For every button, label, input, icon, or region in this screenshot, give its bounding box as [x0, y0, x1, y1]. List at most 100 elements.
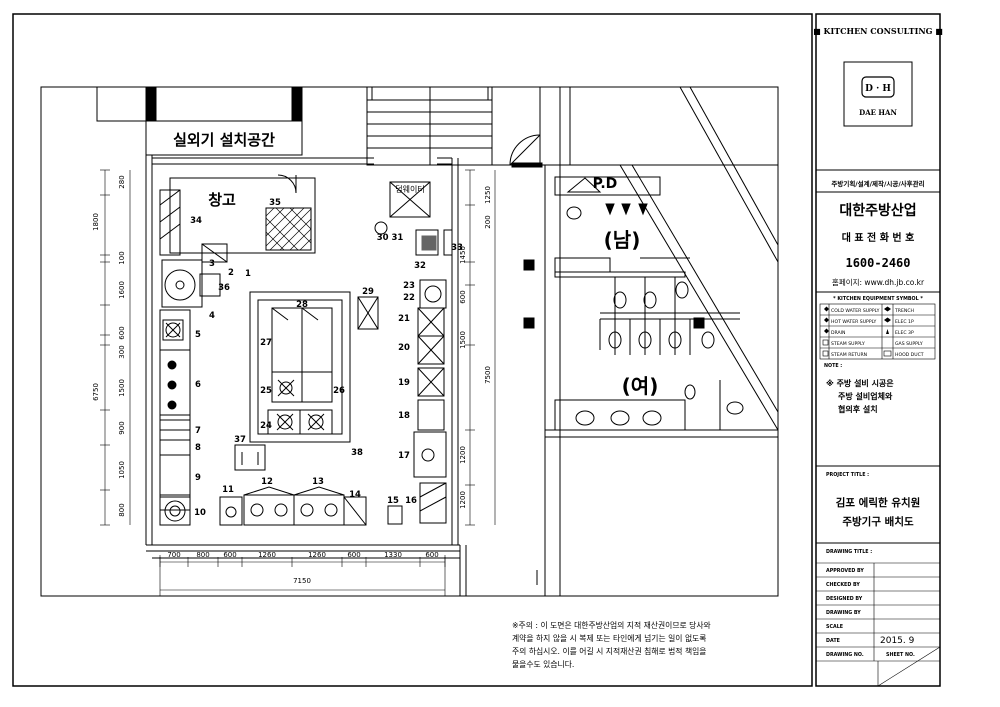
project-title-line: 김포 에릭한 유치원: [836, 496, 921, 509]
equip-no: 5: [195, 330, 201, 340]
approval-row-label: SCALE: [826, 624, 843, 630]
note-line: 물을수도 있습니다.: [512, 659, 574, 669]
phone-label: 대 표 전 화 번 호: [842, 231, 915, 244]
legend-title: * KITCHEN EQUIPMENT SYMBOL *: [833, 296, 923, 302]
legend-left: HOT WATER SUPPLY: [831, 319, 877, 325]
kitchen-consulting-header: ■ KITCHEN CONSULTING ■: [813, 26, 943, 36]
dim-right: 1200: [459, 491, 467, 509]
equip-no: 21: [398, 314, 410, 324]
plan-labels: 실외기 설치공간 창고 덤웨이터 P.D (남) (여) 1 2 3 4 5 6…: [92, 131, 658, 585]
equip-no: 13: [312, 477, 324, 487]
legend-left: STEAM SUPPLY: [831, 341, 865, 347]
equip-no: 10: [194, 508, 206, 518]
equip-no: 25: [260, 386, 272, 396]
dim-bottom-total: 7150: [293, 577, 311, 585]
dumbwaiter-label: 덤웨이터: [395, 184, 424, 194]
dim-left: 100: [118, 251, 126, 264]
equip-no: 36: [218, 283, 230, 293]
equip-no: 35: [269, 198, 281, 208]
equip-no: 8: [195, 443, 201, 453]
equip-no: 12: [261, 477, 273, 487]
storage-label: 창고: [208, 191, 236, 209]
project-title-label: PROJECT TITLE :: [826, 472, 869, 478]
dim-bottom: 600: [223, 551, 236, 559]
project-title-line: 주방기구 배치도: [842, 515, 914, 528]
equip-no: 32: [414, 261, 426, 271]
equip-no: 7: [195, 426, 201, 436]
drawing-frame: [12, 13, 813, 687]
dim-left: 1500: [118, 379, 126, 397]
dimension-ticks: [100, 169, 475, 567]
legend-left: DRAIN: [831, 330, 845, 336]
equip-no: 26: [333, 386, 345, 396]
legend-right: TRENCH: [894, 308, 914, 314]
dim-bottom: 800: [196, 551, 209, 559]
legend-right: ELEC 3P: [895, 330, 914, 336]
logo-text: D · H: [865, 84, 891, 94]
equip-no: 28: [296, 300, 308, 310]
equip-no: 19: [398, 378, 410, 388]
approval-row-label: DRAWING NO.: [826, 652, 864, 658]
phone-number: 1600-2460: [845, 256, 910, 270]
logo-sub: DAE HAN: [859, 108, 897, 117]
note-line: 주의 하십시오. 이를 어길 시 지적재산권 침해로 법적 책임을: [512, 646, 706, 656]
remark-line: ※ 주방 설비 시공은: [826, 378, 894, 388]
approval-table: [816, 562, 941, 687]
remark-line: 협의후 설치: [838, 404, 878, 414]
dim-bottom: 1330: [384, 551, 402, 559]
copyright-note: ※주의 : 이 도면은 대한주방산업의 지적 재산권이므로 당사와 계약을 하지…: [512, 620, 711, 669]
storage-room: [169, 177, 316, 254]
equip-no: 20: [398, 343, 410, 353]
homepage: 홈페이지: www.dh.jb.co.kr: [832, 277, 925, 287]
approval-row-label: DESIGNED BY: [826, 596, 863, 602]
equip-no: 22: [403, 293, 415, 303]
equip-no: 6: [195, 380, 201, 390]
drawing-title-label: DRAWING TITLE :: [826, 549, 872, 555]
legend-right: ELEC 1P: [895, 319, 914, 325]
dim-right: 1450: [459, 246, 467, 264]
equip-no: 37: [234, 435, 246, 445]
dim-bottom: 600: [425, 551, 438, 559]
company-name: 대한주방산업: [839, 202, 916, 219]
dimension-lines: [104, 170, 496, 596]
dim-right: 200: [484, 215, 492, 228]
equip-no: 4: [209, 311, 215, 321]
equip-no: 29: [362, 287, 374, 297]
dim-left: 280: [118, 175, 126, 188]
dim-left: 1600: [118, 281, 126, 299]
equip-no: 30 31: [377, 233, 404, 243]
approval-row-label: DATE: [826, 638, 840, 644]
legend-symbols: [822, 306, 892, 357]
equip-no: 14: [349, 490, 361, 500]
legend-right: GAS SUPPLY: [895, 341, 923, 347]
equip-no: 16: [405, 496, 417, 506]
dim-right: 1250: [484, 186, 492, 204]
note-line: ※주의 : 이 도면은 대한주방산업의 지적 재산권이므로 당사와: [512, 620, 711, 630]
equip-no: 15: [387, 496, 399, 506]
approval-row-label: CHECKED BY: [826, 582, 860, 588]
dim-left: 900: [118, 421, 126, 434]
dim-bottom: 700: [167, 551, 180, 559]
note-label: NOTE :: [824, 363, 842, 369]
pd-label: P.D: [593, 176, 618, 192]
equip-no: 33: [451, 243, 463, 253]
equip-no: 34: [190, 216, 202, 226]
services-text: 주방기획/설계/제작/시공/사후관리: [831, 179, 924, 188]
remark-line: 주방 설비업체와: [838, 391, 893, 401]
women-restroom-label: (여): [622, 374, 659, 398]
dim-left-total: 6750: [92, 383, 100, 401]
equip-no: 23: [403, 281, 415, 291]
dim-left: 800: [118, 503, 126, 516]
dim-right-total: 7500: [484, 366, 492, 384]
dim-bottom: 600: [347, 551, 360, 559]
dim-bottom: 1260: [258, 551, 276, 559]
equip-no: 24: [260, 421, 272, 431]
kitchen-equipment: [159, 174, 453, 526]
date-value: 2015. 9: [880, 636, 915, 646]
equip-no: 18: [398, 411, 410, 421]
dim-right: 1500: [459, 331, 467, 349]
equip-no: 3: [209, 259, 215, 269]
note-line: 계약을 하지 않을 시 복제 또는 타인에게 넘기는 일이 없도록: [512, 633, 706, 643]
men-restroom-label: (남): [604, 228, 641, 252]
